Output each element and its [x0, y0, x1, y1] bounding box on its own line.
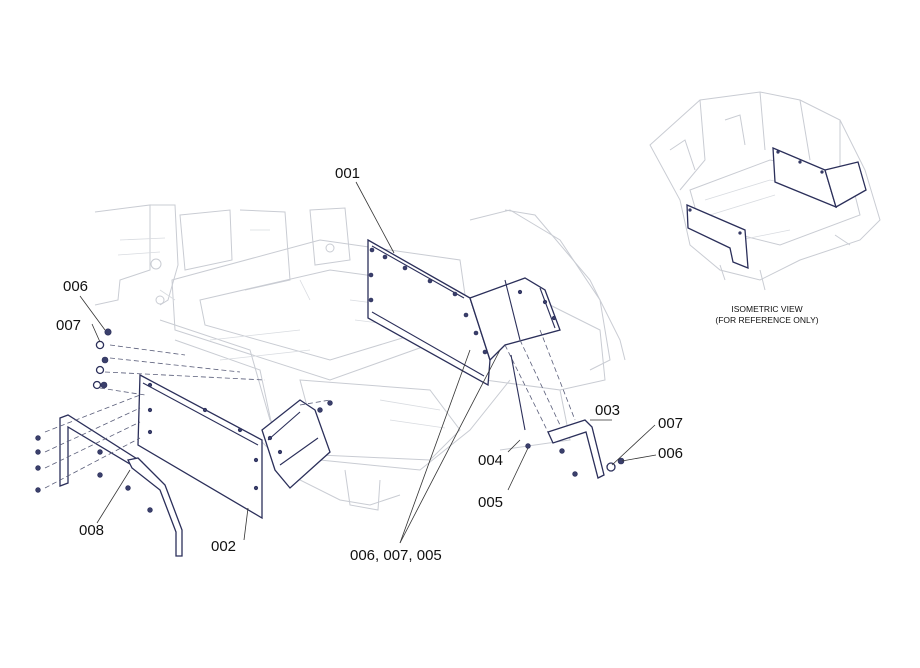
leader-002 — [243, 507, 249, 541]
nut-006-left — [104, 328, 112, 336]
leader-008 — [96, 469, 131, 524]
label-008: 008 — [79, 522, 104, 539]
leader-006-007-005-b — [399, 349, 501, 544]
label-006-right: 006 — [658, 445, 683, 462]
leader-001 — [355, 181, 395, 254]
iso-note: ISOMETRIC VIEW (FOR REFERENCE ONLY) — [715, 304, 818, 325]
part-008-bracket — [35, 394, 183, 557]
part-002-holes — [147, 382, 283, 491]
leader-005 — [507, 447, 529, 491]
label-002: 002 — [211, 538, 236, 555]
label-007-right: 007 — [658, 415, 683, 432]
label-001: 001 — [335, 165, 360, 182]
label-004: 004 — [478, 452, 503, 469]
hardware-left — [92, 328, 333, 413]
washer-007-left — [95, 340, 105, 350]
part-002-dash-lines — [99, 344, 331, 406]
leader-007-left — [91, 323, 101, 343]
leader-006-007-005-a — [399, 349, 471, 544]
leader-lines — [79, 181, 657, 544]
leader-007-right — [611, 424, 656, 466]
label-007-left: 007 — [56, 317, 81, 334]
part-003-bracket — [504, 329, 605, 479]
hardware-right — [606, 457, 625, 472]
part-001-holes — [368, 247, 557, 355]
label-005: 005 — [478, 494, 503, 511]
label-003: 003 — [595, 402, 620, 419]
label-006-left: 006 — [63, 278, 88, 295]
callouts: 001 002 003 004 005 006 007 007 006 008 … — [56, 165, 683, 564]
part-001-panel — [367, 238, 561, 387]
washer-007-right — [606, 462, 616, 472]
leader-006-right — [621, 454, 657, 462]
leader-006-left — [79, 295, 106, 331]
iso-note-line2: (FOR REFERENCE ONLY) — [715, 315, 818, 325]
label-006-007-005: 006, 007, 005 — [350, 547, 442, 564]
part-002-panel — [99, 344, 331, 520]
iso-highlight-panels — [686, 146, 867, 269]
isometric-reference-view — [649, 91, 881, 291]
leader-004 — [507, 439, 521, 453]
bolts-left — [35, 435, 153, 513]
iso-note-line1: ISOMETRIC VIEW — [731, 304, 802, 314]
